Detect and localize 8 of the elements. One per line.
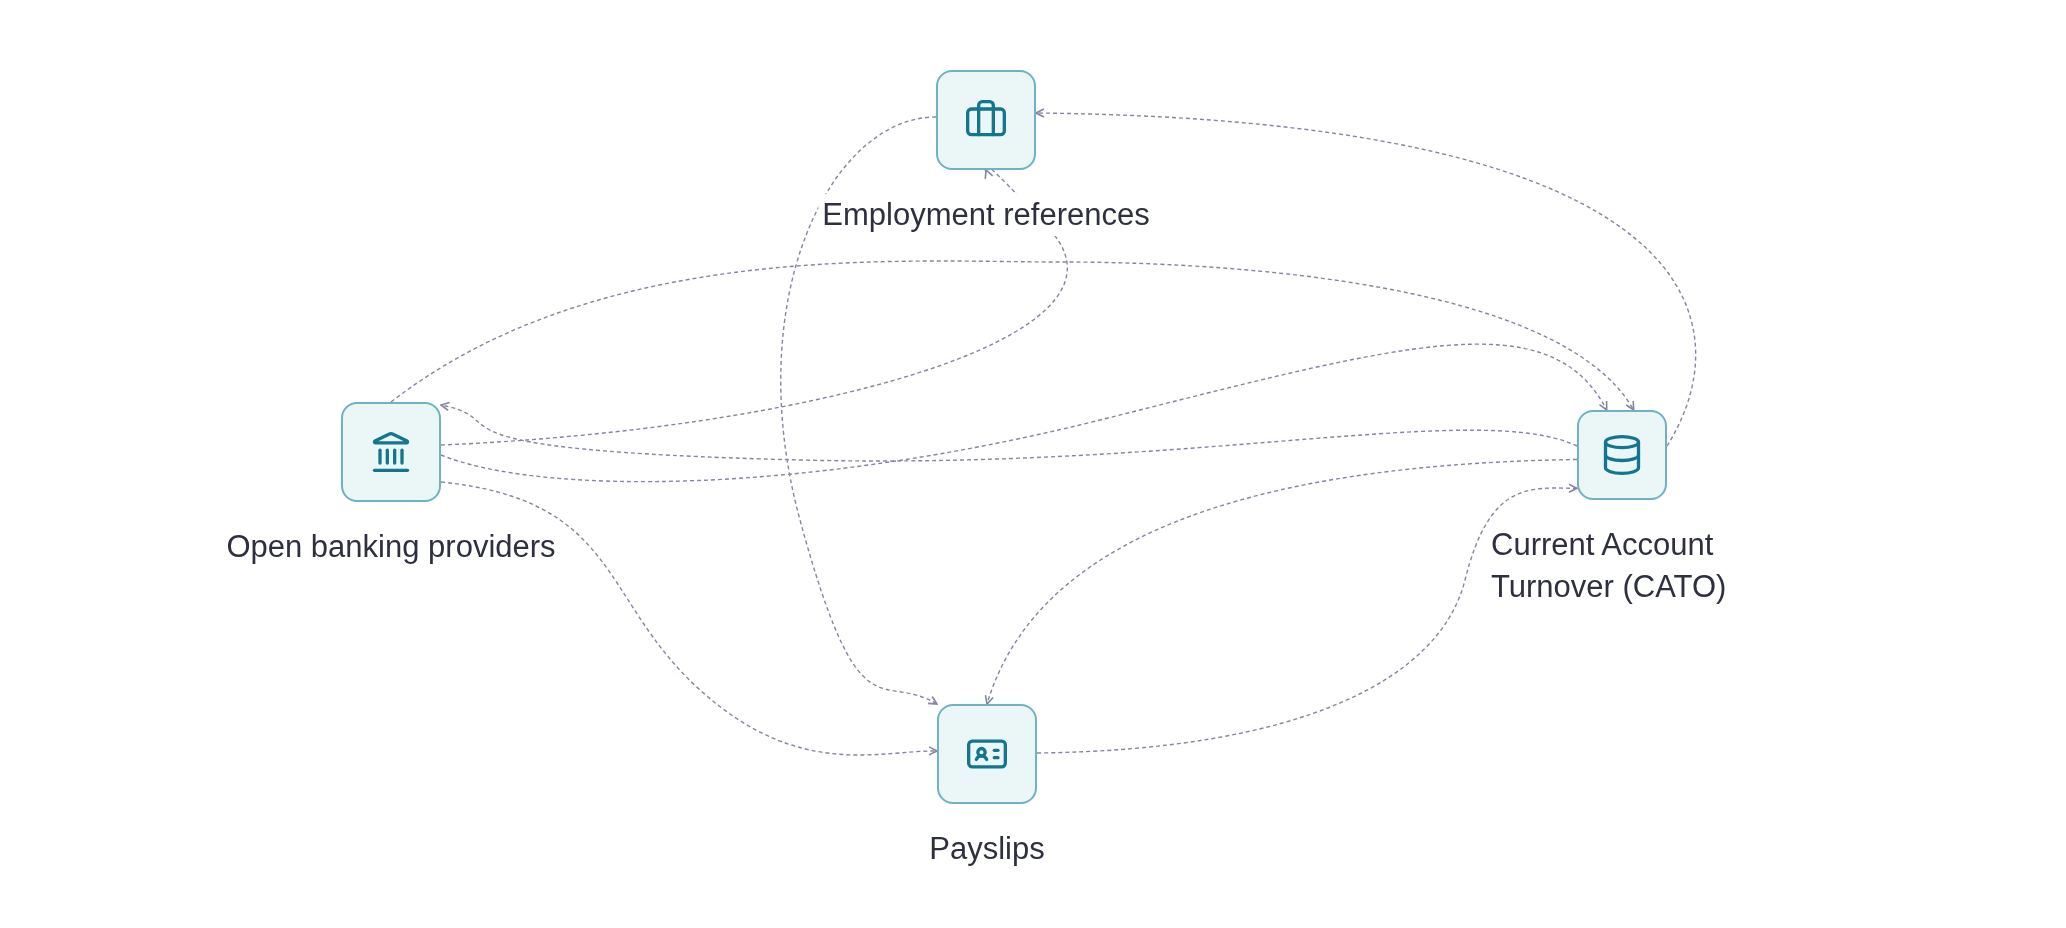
dashed-arrow bbox=[440, 481, 938, 756]
dashed-arrow bbox=[440, 343, 1608, 483]
dashed-arrow bbox=[440, 402, 1578, 462]
dashed-arrow bbox=[1035, 108, 1697, 447]
dashed-arrow bbox=[1036, 483, 1578, 754]
dashed-arrow bbox=[985, 458, 1578, 705]
dashed-arrow bbox=[780, 116, 938, 705]
dashed-arrow bbox=[390, 260, 1635, 411]
